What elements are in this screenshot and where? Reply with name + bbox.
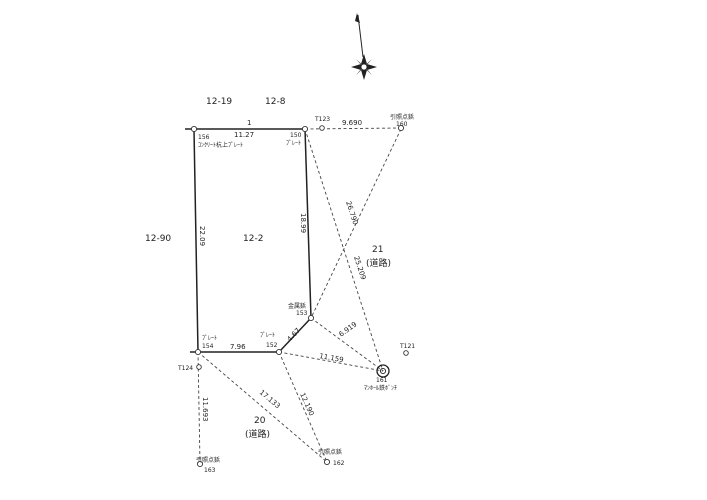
point-156-note: ｺﾝｸﾘｰﾄ杭上ﾌﾟﾚｰﾄ <box>198 141 243 149</box>
length-top: 11.27 <box>234 131 254 139</box>
tie-t124-163: 11.693 <box>201 397 209 422</box>
point-156-id: 156 <box>198 134 210 141</box>
point-160-id: 160 <box>396 121 408 128</box>
tie-lines <box>197 127 402 465</box>
north-arrow-icon <box>351 13 377 80</box>
length-bottom: 7.96 <box>230 343 246 351</box>
point-150-note: ﾌﾟﾚｰﾄ <box>286 140 301 147</box>
point-154 <box>194 348 202 356</box>
point-150-id: 150 <box>290 132 302 139</box>
parcel-labels: 12-19 12-8 12-90 12-2 <box>145 97 286 244</box>
road-south-name: (道路) <box>245 428 270 440</box>
point-154-id: 154 <box>202 343 214 350</box>
point-t121-id: T121 <box>399 343 415 350</box>
length-top-marker: 1 <box>247 119 251 127</box>
point-163 <box>196 460 204 468</box>
parcel-label-12-2: 12-2 <box>243 234 263 244</box>
point-162-id: 162 <box>333 460 345 467</box>
manhole-icon <box>376 364 390 378</box>
point-t123 <box>319 125 325 131</box>
tie-160-161: 25.209 <box>352 255 367 281</box>
point-150 <box>301 125 309 133</box>
point-161-id: 161 <box>376 377 388 384</box>
point-152-note: ﾌﾟﾚｰﾄ <box>260 332 275 339</box>
point-156 <box>190 125 198 133</box>
point-153-note: 金属鋲 <box>288 302 306 310</box>
road-east-name: (道路) <box>366 257 391 269</box>
parcel-label-12-19: 12-19 <box>206 97 232 107</box>
point-162-note: 引照点鋲 <box>318 448 342 456</box>
length-left: 22.09 <box>198 226 206 246</box>
tie-150-161: 26.790 <box>344 200 359 226</box>
point-153 <box>307 314 315 322</box>
point-t124-id: T124 <box>177 365 193 372</box>
point-160 <box>397 124 405 132</box>
point-160-note: 引照点鋲 <box>390 113 414 121</box>
parcel-boundary <box>185 128 312 353</box>
point-162 <box>323 458 331 466</box>
length-right: 18.99 <box>299 213 307 233</box>
tie-154-162: 17.133 <box>258 388 282 410</box>
tie-152-161: 11.159 <box>319 352 345 364</box>
point-t123-id: T123 <box>314 116 330 123</box>
tie-t123-160: 9.690 <box>342 119 362 127</box>
tie-153-161: 6.919 <box>337 320 358 338</box>
road-labels: 21 (道路) 20 (道路) <box>245 245 391 440</box>
survey-points <box>190 124 409 468</box>
point-163-id: 163 <box>204 467 216 474</box>
parcel-label-12-8: 12-8 <box>265 97 286 107</box>
point-163-note: 引照点鋲 <box>196 456 220 464</box>
tie-152-162: 12.190 <box>298 392 315 418</box>
point-labels: 156 ｺﾝｸﾘｰﾄ杭上ﾌﾟﾚｰﾄ 150 ﾌﾟﾚｰﾄ T123 引照点鋲 16… <box>177 113 415 474</box>
road-east-number: 21 <box>372 245 383 255</box>
point-t121 <box>403 350 409 356</box>
point-t124 <box>196 364 202 370</box>
parcel-label-12-90: 12-90 <box>145 234 171 244</box>
point-154-note: ﾌﾟﾚｰﾄ <box>202 335 217 342</box>
road-south-number: 20 <box>254 416 266 426</box>
point-161-note: ﾏﾝﾎｰﾙ鉄ﾎﾞﾝﾁ <box>364 384 397 392</box>
point-153-id: 153 <box>296 310 308 317</box>
tie-length-labels: 9.690 26.790 25.209 6.919 11.159 11.693 … <box>201 119 367 422</box>
point-152-id: 152 <box>266 342 278 349</box>
point-152 <box>275 348 283 356</box>
